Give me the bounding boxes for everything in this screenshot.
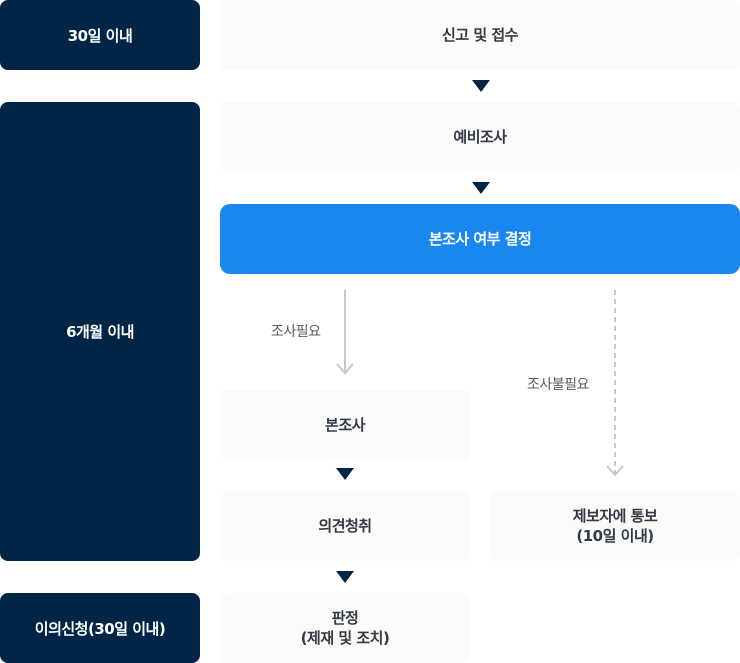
down-arrow-icon <box>336 468 354 480</box>
phase-appeal-label: 이의신청(30일 이내) <box>34 619 166 638</box>
phase-appeal: 이의신청(30일 이내) <box>0 593 200 663</box>
step-main-investigation: 본조사 <box>220 390 470 460</box>
step-opinion: 의견청취 <box>220 491 470 561</box>
step-preliminary: 예비조사 <box>220 102 740 172</box>
step-report: 신고 및 접수 <box>220 0 740 70</box>
phase-30-days-label: 30일 이내 <box>67 26 133 45</box>
step-opinion-label: 의견청취 <box>318 516 372 535</box>
phase-6-months: 6개월 이내 <box>0 102 200 561</box>
step-decision-label: 본조사 여부 결정 <box>428 229 532 248</box>
needed-arrowhead-icon <box>336 363 354 375</box>
phase-6-months-label: 6개월 이내 <box>66 323 134 341</box>
step-preliminary-label: 예비조사 <box>453 127 507 146</box>
not-needed-arrowhead-icon <box>606 465 624 477</box>
step-main-investigation-label: 본조사 <box>325 415 365 434</box>
step-decision: 본조사 여부 결정 <box>220 204 740 274</box>
step-report-label: 신고 및 접수 <box>442 25 518 44</box>
down-arrow-icon <box>336 571 354 583</box>
branch-label-not-needed: 조사불필요 <box>527 377 589 393</box>
step-notify: 제보자에 통보 (10일 이내) <box>490 491 740 561</box>
step-judgment-label: 판정 (제재 및 조치) <box>300 608 390 647</box>
down-arrow-icon <box>472 182 490 194</box>
down-arrow-icon <box>472 80 490 92</box>
step-notify-label: 제보자에 통보 (10일 이내) <box>572 506 658 545</box>
branch-label-needed: 조사필요 <box>271 324 321 340</box>
phase-30-days: 30일 이내 <box>0 0 200 70</box>
step-judgment: 판정 (제재 및 조치) <box>220 593 470 663</box>
